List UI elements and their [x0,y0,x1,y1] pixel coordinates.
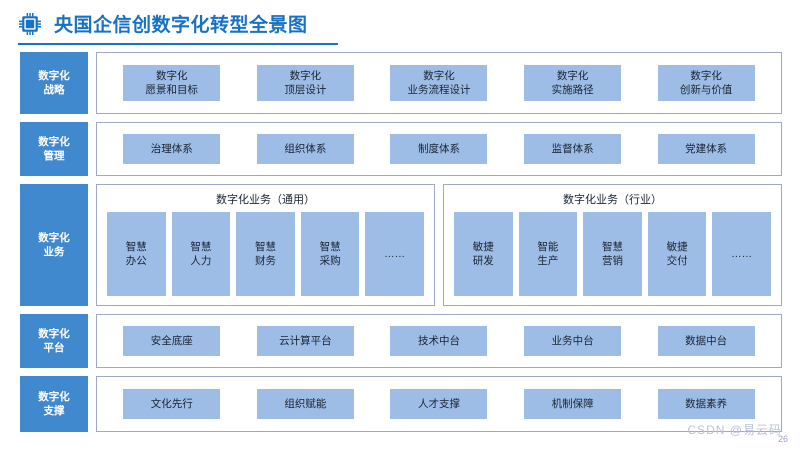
band-label-management: 数字化 管理 [20,122,88,176]
band-management: 数字化 管理 治理体系 组织体系 制度体系 监督体系 党建体系 [20,122,782,176]
tile-business-general-4[interactable]: 智慧 采购 [300,212,360,296]
header-divider [18,43,338,45]
band-body-business: 数字化业务（通用） 智慧 办公 智慧 人力 智慧 财务 智慧 采购 …… 数字化… [96,184,782,306]
tile-strategy-2[interactable]: 数字化 顶层设计 [256,65,354,101]
header-content: 央国企信创数字化转型全景图 [18,10,308,37]
tile-support-1[interactable]: 文化先行 [123,389,221,419]
tile-management-2[interactable]: 组织体系 [256,134,354,164]
tile-business-general-5[interactable]: …… [365,212,424,296]
band-label-business: 数字化 业务 [20,184,88,306]
band-body-management: 治理体系 组织体系 制度体系 监督体系 党建体系 [96,122,782,176]
page-title: 央国企信创数字化转型全景图 [54,15,308,36]
page-number: 26 [777,434,788,444]
tile-business-industry-1[interactable]: 敏捷 研发 [454,212,513,296]
tile-business-general-2[interactable]: 智慧 人力 [171,212,231,296]
tile-management-4[interactable]: 监督体系 [524,134,622,164]
tile-business-industry-2[interactable]: 智能 生产 [518,212,578,296]
band-body-support: 文化先行 组织赋能 人才支撑 机制保障 数据素养 [96,376,782,432]
tile-platform-3[interactable]: 技术中台 [390,326,488,356]
tile-strategy-3[interactable]: 数字化 业务流程设计 [390,65,488,101]
tile-platform-2[interactable]: 云计算平台 [256,326,354,356]
tile-business-industry-3[interactable]: 智慧 营销 [583,212,642,296]
panel-title-business-general: 数字化业务（通用） [216,194,315,206]
panel-business-general: 数字化业务（通用） 智慧 办公 智慧 人力 智慧 财务 智慧 采购 …… [96,184,435,306]
page-header: 央国企信创数字化转型全景图 [0,0,800,46]
panel-tiles-business-industry: 敏捷 研发 智能 生产 智慧 营销 敏捷 交付 …… [454,212,771,296]
tile-strategy-5[interactable]: 数字化 创新与价值 [657,65,755,101]
tile-management-1[interactable]: 治理体系 [123,134,221,164]
band-platform: 数字化 平台 安全底座 云计算平台 技术中台 业务中台 数据中台 [20,314,782,368]
tile-support-5[interactable]: 数据素养 [657,389,755,419]
tile-support-4[interactable]: 机制保障 [524,389,622,419]
tile-support-2[interactable]: 组织赋能 [256,389,354,419]
tile-business-industry-4[interactable]: 敏捷 交付 [647,212,707,296]
chip-icon [19,12,41,35]
tile-platform-5[interactable]: 数据中台 [657,326,755,356]
panel-business-industry: 数字化业务（行业） 敏捷 研发 智能 生产 智慧 营销 敏捷 交付 …… [443,184,782,306]
panel-tiles-business-general: 智慧 办公 智慧 人力 智慧 财务 智慧 采购 …… [107,212,424,296]
tile-management-5[interactable]: 党建体系 [657,134,755,164]
band-business: 数字化 业务 数字化业务（通用） 智慧 办公 智慧 人力 智慧 财务 智慧 采购… [20,184,782,306]
band-label-platform: 数字化 平台 [20,314,88,368]
tile-business-industry-5[interactable]: …… [712,212,771,296]
tile-strategy-1[interactable]: 数字化 愿景和目标 [123,65,221,101]
tile-strategy-4[interactable]: 数字化 实施路径 [524,65,622,101]
band-label-support: 数字化 支撑 [20,376,88,432]
band-body-platform: 安全底座 云计算平台 技术中台 业务中台 数据中台 [96,314,782,368]
band-support: 数字化 支撑 文化先行 组织赋能 人才支撑 机制保障 数据素养 [20,376,782,432]
band-strategy: 数字化 战略 数字化 愿景和目标 数字化 顶层设计 数字化 业务流程设计 数字化… [20,52,782,114]
band-body-strategy: 数字化 愿景和目标 数字化 顶层设计 数字化 业务流程设计 数字化 实施路径 数… [96,52,782,114]
transformation-panorama-diagram: 数字化 战略 数字化 愿景和目标 数字化 顶层设计 数字化 业务流程设计 数字化… [20,52,782,438]
tile-business-general-3[interactable]: 智慧 财务 [236,212,295,296]
tile-management-3[interactable]: 制度体系 [390,134,488,164]
band-label-strategy: 数字化 战略 [20,52,88,114]
panel-title-business-industry: 数字化业务（行业） [563,194,662,206]
tile-business-general-1[interactable]: 智慧 办公 [107,212,166,296]
tile-support-3[interactable]: 人才支撑 [390,389,488,419]
tile-platform-1[interactable]: 安全底座 [123,326,221,356]
tile-platform-4[interactable]: 业务中台 [524,326,622,356]
